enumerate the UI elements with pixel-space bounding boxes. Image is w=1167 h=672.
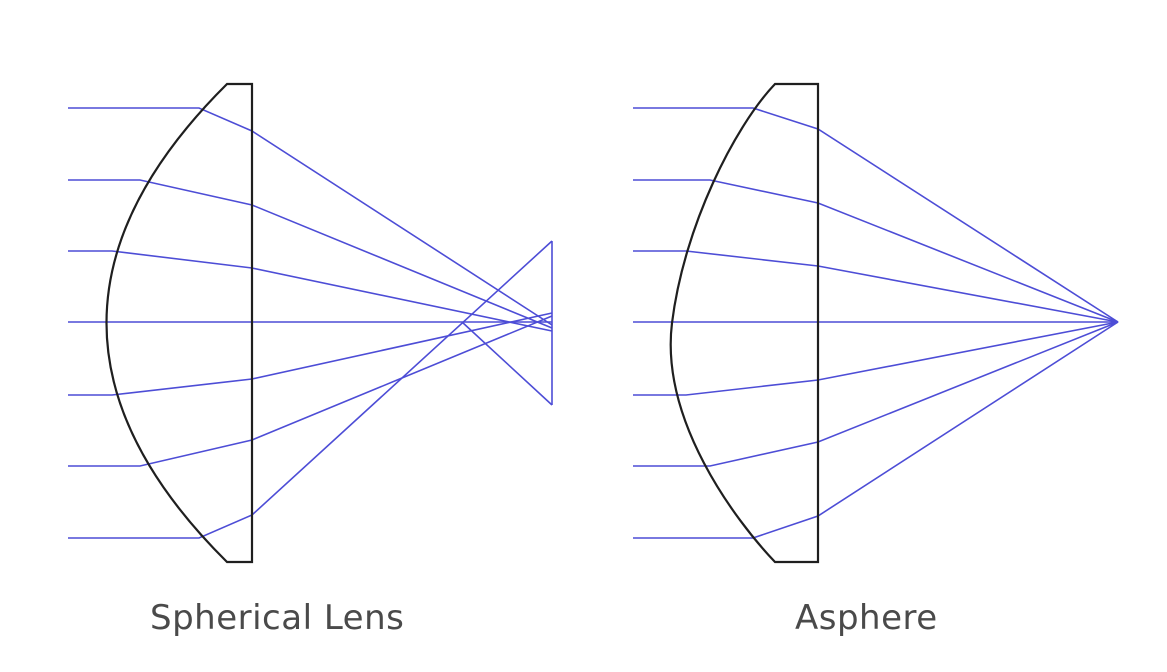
- spherical-lens-panel: [68, 82, 553, 564]
- asphere-rays: [633, 107, 1119, 539]
- ray: [633, 179, 1119, 323]
- asphere-panel: [633, 82, 1119, 564]
- ray: [68, 312, 553, 396]
- ray: [633, 107, 1119, 323]
- ray: [633, 321, 1119, 396]
- ray: [68, 250, 553, 332]
- ray: [633, 321, 1119, 467]
- spherical-lens-caption: Spherical Lens: [150, 598, 405, 638]
- asphere-caption: Asphere: [795, 598, 938, 638]
- ray: [68, 107, 553, 326]
- spherical-rays: [68, 107, 553, 539]
- ray: [68, 179, 553, 329]
- caustic-edge: [461, 321, 553, 406]
- spherical-lens-outline: [105, 82, 254, 564]
- ray: [633, 321, 1119, 539]
- asphere-lens-outline: [669, 82, 820, 564]
- ray: [633, 250, 1119, 323]
- ray: [68, 240, 553, 539]
